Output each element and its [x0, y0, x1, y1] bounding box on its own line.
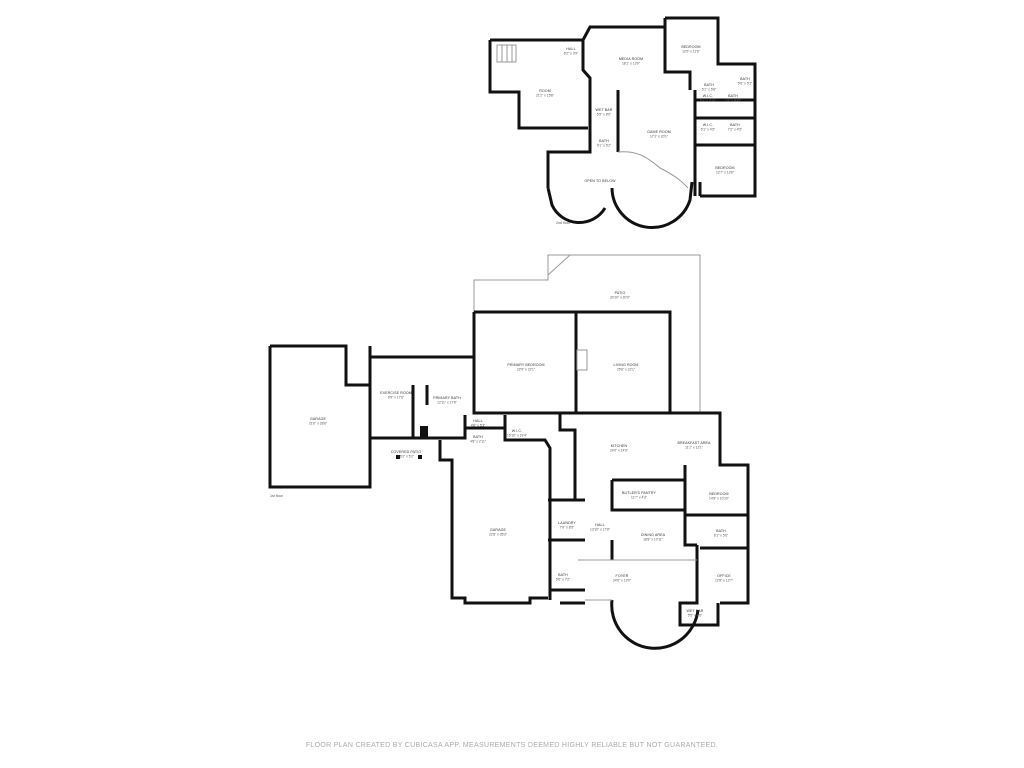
room-name: BREAKFAST AREA: [677, 441, 711, 445]
room-dimensions: 12'7" x 13'6": [716, 171, 735, 175]
room-name: GARAGE: [310, 417, 326, 421]
room-name: BATH: [599, 139, 609, 143]
room-name: GARAGE: [490, 528, 506, 532]
room-dimensions: 7'2" x 8'10": [725, 99, 742, 103]
room-name: OFFICE: [717, 574, 731, 578]
room-name: OPEN TO BELOW: [584, 179, 616, 183]
room-dimensions: 8'1" x 5'6": [714, 534, 729, 538]
room-name: W.I.C.: [512, 429, 522, 433]
room-dimensions: 11'7" x 4'3": [631, 496, 648, 500]
room-name: HALL: [473, 419, 482, 423]
room-dimensions: 12'8" x 12'7": [715, 579, 734, 583]
room-dimensions: 4'8" x 2'11": [470, 440, 487, 444]
room-name: LAUNDRY: [558, 521, 576, 525]
room-dimensions: 6'2" x 3'9": [564, 52, 579, 56]
footer-disclaimer: FLOOR PLAN CREATED BY CUBICASA APP. MEAS…: [305, 742, 719, 749]
room-name: BATH: [704, 83, 714, 87]
room-dimensions: 24'6" x 13'0": [613, 579, 632, 583]
room-name: WET BAR: [595, 108, 612, 112]
room-name: GAME ROOM: [647, 130, 671, 134]
room-dimensions: 5'1" x 4'10": [700, 99, 717, 103]
room-dimensions: 13'10" x 17'8": [590, 528, 611, 532]
room-name: KITCHEN: [611, 444, 628, 448]
room-name: PRIMARY BATH: [433, 396, 461, 400]
room-name: WET BAR: [686, 609, 703, 613]
room-name: FOYER: [616, 574, 629, 578]
room-dimensions: 12'0" x 11'6": [682, 50, 701, 54]
room-name: BATH: [728, 94, 738, 98]
room-dimensions: 5'6" x 7'2": [556, 578, 571, 582]
room-dimensions: 5'1" x 4'5": [701, 128, 716, 132]
room-name: BUTLER'S PANTRY: [622, 491, 657, 495]
room-dimensions: 22'9" x 22'1": [517, 368, 536, 372]
room-dimensions: 15'10" x 19'4": [507, 434, 528, 438]
room-dimensions: 21'2" x 15'8": [536, 94, 555, 98]
room-dimensions: 12'11" x 17'6": [437, 401, 457, 405]
room-name: PATIO: [615, 291, 626, 295]
room-name: BEDROOM: [715, 166, 734, 170]
room-dimensions: 24'0" x 14'3": [610, 449, 629, 453]
room-name: W.I.C.: [703, 94, 713, 98]
room-dimensions: 9'9" x 17'6": [388, 396, 405, 400]
room-dimensions: 4'8" x 5'3": [471, 424, 486, 428]
room-name: LIVING ROOM: [613, 363, 638, 367]
room-name: BEDROOM: [681, 45, 700, 49]
room-dimensions: 7'2" x 4'5": [728, 128, 743, 132]
room-name: BATH: [730, 123, 740, 127]
room-dimensions: 11'1" x 12'1": [685, 446, 704, 450]
room-name: HALL: [566, 47, 575, 51]
room-dimensions: 5'9" x 8'0": [597, 113, 612, 117]
room-dimensions: 17'1" x 20'1": [650, 135, 669, 139]
room-dimensions: 30'10" x 20'0": [610, 296, 631, 300]
room-name: BATH: [558, 573, 568, 577]
room-dimensions: 18'8" x 10'11": [643, 538, 663, 542]
room-dimensions: 5'5" x 4'6": [688, 614, 703, 618]
room-dimensions: 18'1" x 13'9": [622, 62, 641, 66]
first-floor-label: 1st floor: [270, 494, 284, 498]
room-name: EXERCISE ROOM: [380, 391, 412, 395]
second-floor-label: 2nd floor: [556, 221, 571, 225]
room-name: MEDIA ROOM: [619, 57, 643, 61]
room-dimensions: 5'1" x 5'8": [702, 88, 717, 92]
room-name: BATH: [740, 77, 750, 81]
room-dimensions: 22'8" x 35'3": [489, 533, 508, 537]
room-dimensions: 5'6" x 5'1": [738, 82, 753, 86]
first-floor-walls: [268, 254, 750, 650]
room-name: PRIMARY BEDROOM: [507, 363, 544, 367]
room-name: ROOM: [539, 89, 551, 93]
room-name: BATH: [473, 435, 483, 439]
room-dimensions: 7'9" x 8'5": [560, 526, 575, 530]
room-dimensions: 14'9" x 10'10": [709, 497, 730, 501]
second-floor-walls: [488, 16, 757, 230]
room-name: DINING AREA: [641, 533, 666, 537]
room-name: COVERED PATIO: [391, 450, 421, 454]
room-dimensions: 16'3" x 5'2": [398, 455, 415, 459]
room-dimensions: 25'6" x 22'1": [617, 368, 636, 372]
room-name: BEDROOM: [709, 492, 728, 496]
room-name: BATH: [716, 529, 726, 533]
room-name: HALL: [595, 523, 604, 527]
room-name: W.I.C.: [703, 123, 713, 127]
room-dimensions: 9'1" x 5'2": [597, 144, 612, 148]
room-dimensions: 21'6" x 28'6": [309, 422, 328, 426]
